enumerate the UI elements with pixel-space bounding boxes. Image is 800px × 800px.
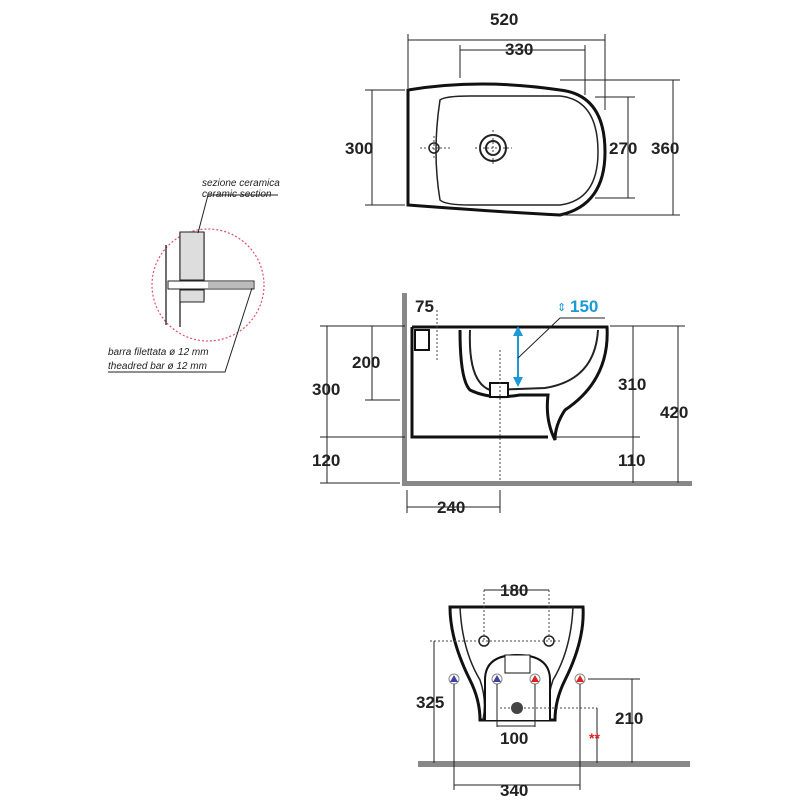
dim-340: 340 [500,781,528,800]
floor-front [418,761,690,767]
dim-360: 360 [651,139,679,158]
wall [402,293,407,485]
dim-180: 180 [500,581,528,600]
cold-supply-icons [448,673,503,685]
dim-310: 310 [618,375,646,394]
updown-arrow-icon: ⇕ [557,302,566,314]
label-ceramic-section: ceramic section [202,189,272,200]
note-marker: ** [589,730,600,746]
dim-420: 420 [660,403,688,422]
dim-300: 300 [345,139,373,158]
detail-circle [151,228,265,342]
label-sezione-ceramica: sezione ceramica [202,178,280,189]
dim-150: 150 [570,297,598,316]
floor [402,481,692,486]
dim-210: 210 [615,709,643,728]
dim-240: 240 [437,498,465,517]
front-view: 180 325 100 210 ** 340 [416,581,690,800]
dim-325: 325 [416,693,444,712]
dim-330: 330 [505,40,533,59]
ceramic-section-detail: sezione ceramica ceramic section barra f… [108,178,280,373]
dim-300-side: 300 [312,380,340,399]
label-threaded-bar: theadred bar ø 12 mm [108,361,207,372]
dim-270: 270 [609,139,637,158]
dim-520: 520 [490,10,518,29]
dim-100: 100 [500,729,528,748]
hot-supply-icons [529,673,586,685]
dim-75: 75 [415,297,434,316]
dim-200: 200 [352,353,380,372]
label-barra-filettata: barra filettata ø 12 mm [108,347,209,358]
dim-110: 110 [618,451,645,470]
side-view: 75 ⇕ 150 200 300 120 310 420 110 240 [312,293,692,517]
dim-120: 120 [312,451,340,470]
top-view: 520 330 300 270 360 [345,10,680,217]
